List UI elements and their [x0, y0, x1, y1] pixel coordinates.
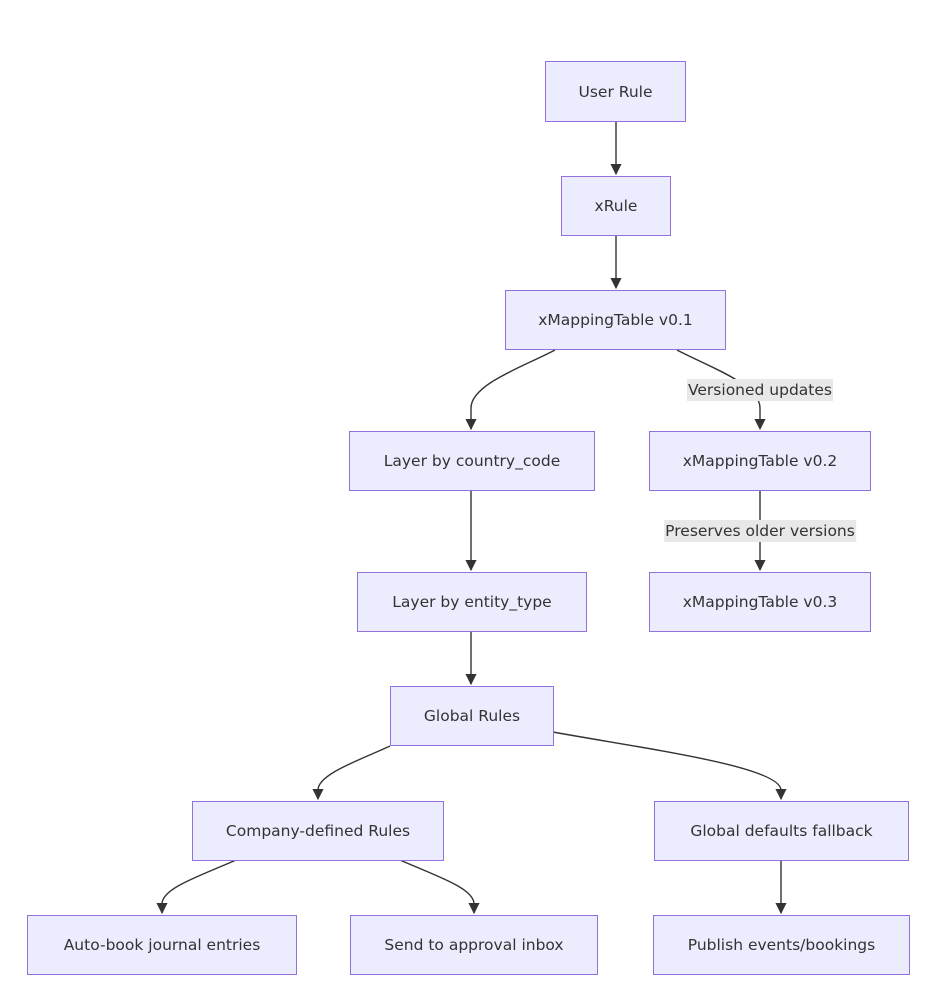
edge-global-rules-to-company-rules	[312, 745, 391, 801]
node-label: xMappingTable v0.2	[682, 452, 838, 470]
node-auto-book: Auto-book journal entries	[27, 915, 297, 975]
node-label: xMappingTable v0.1	[538, 311, 693, 329]
node-label: Layer by entity_type	[392, 593, 552, 611]
node-label: Global defaults fallback	[690, 822, 873, 840]
node-layer-entity: Layer by entity_type	[357, 572, 587, 632]
node-label: xRule	[594, 197, 638, 215]
edge-company-rules-to-approval-inbox	[399, 859, 480, 915]
node-publish-events: Publish events/bookings	[653, 915, 910, 975]
edge-company-rules-to-auto-book	[156, 859, 237, 915]
edge-mapping-v01-to-mapping-v02	[676, 349, 766, 431]
node-label: Publish events/bookings	[687, 936, 876, 954]
node-label: User Rule	[578, 82, 653, 101]
node-global-rules: Global Rules	[390, 686, 554, 746]
node-company-rules: Company-defined Rules	[192, 801, 444, 861]
node-label: xMappingTable v0.3	[682, 593, 838, 611]
edge-mapping-v01-to-layer-country	[465, 349, 556, 431]
node-label: Company-defined Rules	[225, 822, 411, 840]
node-xrule: xRule	[561, 176, 671, 236]
edge-label-preserves-older-versions: Preserves older versions	[664, 520, 856, 542]
node-label: Send to approval inbox	[384, 936, 564, 954]
edge-label-versioned-updates: Versioned updates	[687, 379, 833, 401]
node-user-rule: User Rule	[545, 61, 686, 122]
node-label: Auto-book journal entries	[63, 936, 261, 954]
node-label: Layer by country_code	[383, 452, 561, 470]
edge-global-rules-to-global-defaults	[552, 731, 787, 801]
node-approval-inbox: Send to approval inbox	[350, 915, 598, 975]
node-layer-country: Layer by country_code	[349, 431, 595, 491]
node-global-defaults: Global defaults fallback	[654, 801, 909, 861]
node-mapping-v02: xMappingTable v0.2	[649, 431, 871, 491]
node-mapping-v03: xMappingTable v0.3	[649, 572, 871, 632]
node-label: Global Rules	[423, 707, 521, 725]
node-mapping-v01: xMappingTable v0.1	[505, 290, 726, 350]
